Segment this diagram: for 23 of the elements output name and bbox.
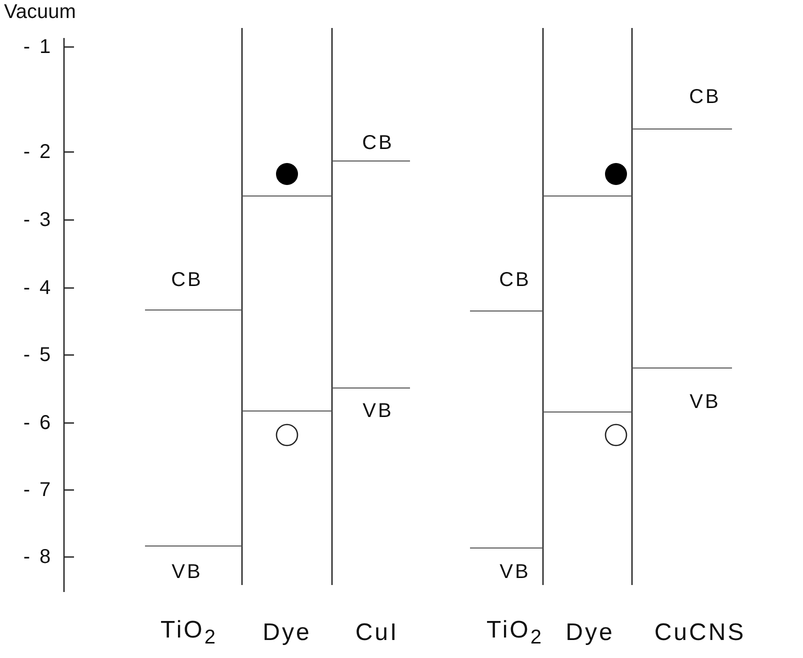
axis-title: Vacuum — [4, 2, 76, 22]
tick-label: - 7 — [23, 480, 53, 500]
band-label: CB — [171, 270, 203, 290]
material-label: CuCNS — [654, 621, 746, 645]
material-label: Dye — [262, 621, 312, 645]
band-label: VB — [172, 562, 202, 582]
tick-label: - 1 — [23, 37, 53, 57]
band-label: CB — [362, 133, 394, 153]
band-label: CB — [689, 87, 721, 107]
material-label: CuI — [355, 621, 399, 645]
tick-label: - 6 — [23, 413, 53, 433]
tick-label: - 5 — [23, 345, 53, 365]
tick-label: - 3 — [23, 210, 53, 230]
material-label: TiO$_{2}$ — [160, 618, 218, 648]
band-label: CB — [499, 270, 531, 290]
tick-label: - 2 — [23, 142, 53, 162]
band-label: VB — [690, 392, 720, 412]
band-label: VB — [500, 562, 530, 582]
material-label: TiO$_{2}$ — [486, 618, 544, 648]
tick-label: - 8 — [23, 547, 53, 567]
band-label: VB — [362, 401, 394, 421]
tick-label: - 4 — [23, 278, 53, 298]
material-label: Dye — [566, 621, 614, 645]
